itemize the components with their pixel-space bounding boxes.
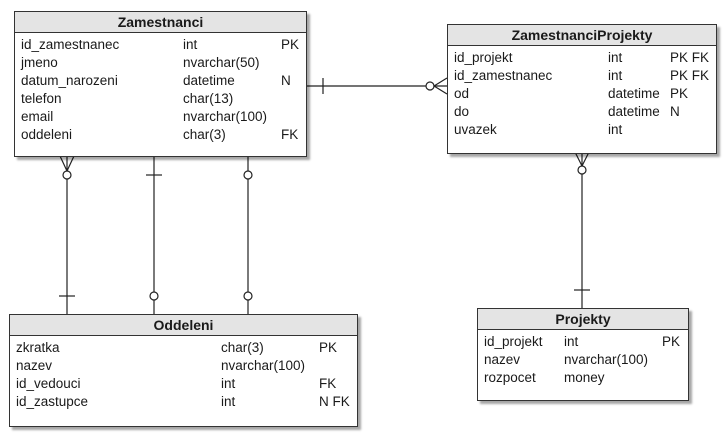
field-type: int — [564, 334, 579, 349]
field-row: rozpocet money — [478, 369, 688, 387]
field-type: int — [608, 50, 623, 65]
field-type: money — [564, 370, 605, 385]
rel-zamestnanci-zamestnanciprojekty — [305, 77, 448, 95]
field-key: PK — [319, 340, 338, 355]
field-type: int — [608, 68, 623, 83]
field-name: id_projekt — [454, 50, 513, 65]
rel-zamestnanci-oddeleni-vedouci — [146, 156, 162, 314]
field-row: zkratka char(3) PK — [10, 339, 357, 357]
field-row: telefon char(13) — [15, 90, 306, 108]
field-name: datum_narozeni — [21, 73, 118, 88]
field-name: nazev — [484, 352, 521, 367]
field-name: email — [21, 109, 54, 124]
field-key: N — [670, 104, 680, 119]
entity-fields: id_projekt int PK nazev nvarchar(100) rozpoce… — [478, 330, 688, 387]
field-row: nazev nvarchar(100) — [478, 351, 688, 369]
field-key: PK — [281, 37, 300, 52]
field-type: int — [221, 376, 236, 391]
field-type: nvarchar(100) — [564, 352, 649, 367]
field-key: N — [281, 73, 291, 88]
field-key: FK — [281, 127, 299, 142]
entity-title: ZamestnanciProjekty — [448, 25, 716, 46]
field-row: id_zastupce int N FK — [10, 393, 357, 411]
field-row: oddeleni char(3) FK — [15, 126, 306, 144]
field-type: nvarchar(100) — [183, 109, 268, 124]
rel-projekty-zamestnanciprojekty — [574, 151, 590, 308]
field-key: PK — [662, 334, 681, 349]
field-type: nvarchar(50) — [183, 55, 260, 70]
field-type: int — [221, 394, 236, 409]
field-row: do datetime N — [448, 103, 716, 121]
rel-zamestnanci-oddeleni-zastupce — [243, 156, 253, 314]
field-name: zkratka — [16, 340, 60, 355]
entity-fields: id_zamestnanec int PK jmeno nvarchar(50) datu… — [15, 33, 306, 144]
entity-zamestnanci[interactable]: Zamestnanci id_zamestnanec int PK jmeno nvar… — [14, 11, 307, 157]
field-type: datetime — [608, 104, 660, 119]
field-type: datetime — [183, 73, 235, 88]
entity-fields: zkratka char(3) PK nazev nvarchar(100) id_ved… — [10, 336, 357, 411]
field-type: char(13) — [183, 91, 234, 106]
field-name: rozpocet — [484, 370, 536, 385]
field-type: int — [183, 37, 198, 52]
field-name: id_zastupce — [16, 394, 89, 409]
field-key: PK FK — [670, 68, 710, 83]
field-row: id_zamestnanec int PK FK — [448, 67, 716, 85]
field-type: datetime — [608, 86, 660, 101]
field-type: nvarchar(100) — [221, 358, 306, 373]
field-name: oddeleni — [21, 127, 73, 142]
field-type: char(3) — [183, 127, 226, 142]
field-name: id_vedouci — [16, 376, 81, 391]
entity-title: Zamestnanci — [15, 12, 306, 33]
field-key: FK — [319, 376, 337, 391]
field-row: uvazek int — [448, 121, 716, 139]
rel-oddeleni-zamestnanci — [59, 155, 75, 314]
field-name: uvazek — [454, 122, 497, 137]
field-row: id_vedouci int FK — [10, 375, 357, 393]
field-row: jmeno nvarchar(50) — [15, 54, 306, 72]
field-row: id_projekt int PK FK — [448, 49, 716, 67]
field-row: datum_narozeni datetime N — [15, 72, 306, 90]
field-name: jmeno — [21, 55, 58, 70]
entity-oddeleni[interactable]: Oddeleni zkratka char(3) PK nazev nvarchar(1… — [9, 314, 358, 427]
field-type: int — [608, 122, 623, 137]
field-name: od — [454, 86, 470, 101]
field-row: email nvarchar(100) — [15, 108, 306, 126]
field-type: char(3) — [221, 340, 264, 355]
field-key: N FK — [319, 394, 350, 409]
field-name: id_zamestnanec — [21, 37, 120, 52]
field-key: PK — [670, 86, 689, 101]
entity-title: Projekty — [478, 309, 688, 330]
field-row: id_projekt int PK — [478, 333, 688, 351]
field-name: telefon — [21, 91, 62, 106]
entity-projekty[interactable]: Projekty id_projekt int PK nazev nvarchar(10… — [477, 308, 689, 401]
field-name: nazev — [16, 358, 53, 373]
field-row: id_zamestnanec int PK — [15, 36, 306, 54]
field-name: id_zamestnanec — [454, 68, 553, 83]
field-name: id_projekt — [484, 334, 543, 349]
field-name: do — [454, 104, 470, 119]
field-key: PK FK — [670, 50, 710, 65]
field-row: nazev nvarchar(100) — [10, 357, 357, 375]
entity-title: Oddeleni — [10, 315, 357, 336]
field-row: od datetime PK — [448, 85, 716, 103]
